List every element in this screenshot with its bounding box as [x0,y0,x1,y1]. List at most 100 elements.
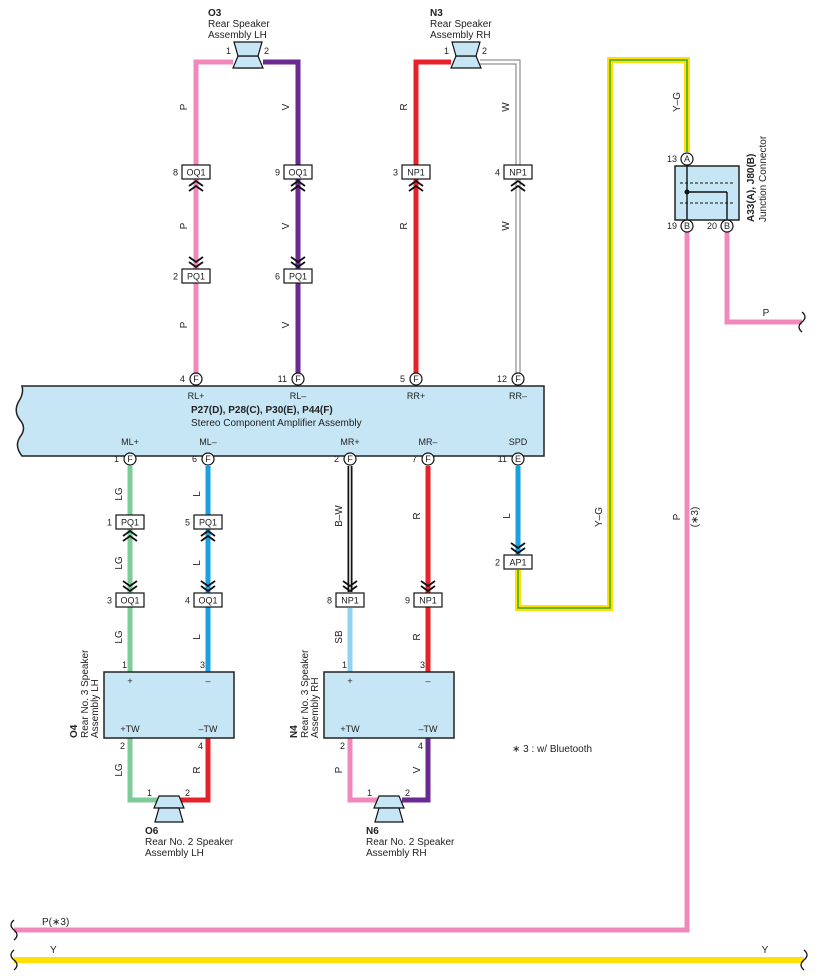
assembly-n4-tw-minus: –TW [419,724,439,734]
connector-pq1-1-num: 1 [107,518,112,528]
wire-label-y-left: Y [50,945,57,956]
speaker-n6-pin1: 1 [367,788,372,798]
connector-oq1-4-name: OQ1 [198,596,217,606]
connector-oq1-4 [193,580,223,608]
connector-pq1-6-name: PQ1 [289,272,307,282]
speaker-o3-pin1: 1 [226,46,231,56]
wire-label-o3-v-1: V [281,103,292,110]
wire-label-p-long: P [672,513,683,520]
footnote-bluetooth: ∗ 3 : w/ Bluetooth [512,744,592,755]
speaker-o6-line1: Rear No. 2 Speaker [145,837,234,848]
amp-bottom-pin-spd [511,452,525,466]
amp-top-pin-rl-plus-name: RL+ [188,391,205,401]
junction-internal-lines [680,166,734,220]
connector-oq1-3-name: OQ1 [120,596,139,606]
speaker-o3 [232,41,264,69]
connector-pq1-2 [181,256,211,284]
wire-label-o3-v-3: V [281,321,292,328]
assembly-n4-plus: + [347,676,352,686]
amp-bottom-pin-mr-plus [343,452,357,466]
connector-pq1-1 [115,514,145,542]
assembly-o4-minus: – [205,676,210,686]
assembly-n4-pin-3: 3 [420,660,425,670]
speaker-n6-line2: Assembly RH [366,848,427,859]
assembly-o4-pin-4: 4 [198,741,203,751]
wire-label-o3-p-1: P [179,103,190,110]
junction-pin-b20-letter: B [724,221,730,231]
wire-label-o6-lg: LG [114,763,125,777]
amp-top-pin-rl-minus [291,372,305,386]
connector-oq1-4-num: 4 [185,596,190,606]
speaker-n6-id: N6 [366,826,379,837]
connector-ap1-name: AP1 [509,558,526,568]
amp-top-pin-rr-minus-letter: F [515,374,521,384]
connector-oq1-8-num: 8 [173,168,178,178]
junction-id: A33(A), J80(B) [746,154,757,222]
connector-np1-4 [503,164,533,192]
wire-label-mr-bw: B–W [334,505,345,527]
amp-bottom-pin-mr-minus [421,452,435,466]
wire-n3-w [480,60,520,378]
amp-bottom-pin-ml-plus-name: ML+ [121,437,139,447]
amp-top-pin-rr-minus [511,372,525,386]
assembly-n4-line2: Assembly RH [310,677,321,738]
amp-top-pin-rl-plus-letter: F [193,374,199,384]
wire-n4-p [347,738,378,803]
speaker-o6-id: O6 [145,826,159,837]
amp-bottom-pin-ml-plus [123,452,137,466]
wire-label-p-bottom: P(∗3) [42,917,69,928]
speaker-o6 [153,795,185,823]
connector-pq1-5-num: 5 [185,518,190,528]
connector-np1-9 [413,580,443,608]
junction-pin-a13-letter: A [684,154,690,164]
connector-pq1-6-num: 6 [275,272,280,282]
amp-bottom-pin-ml-minus [201,452,215,466]
connector-oq1-8-name: OQ1 [186,168,205,178]
wire-label-mr-r-2: R [412,633,423,640]
wire-label-yg-top: Y–G [672,92,683,112]
assembly-o4-line2: Assembly LH [90,679,101,738]
connector-np1-9-num: 9 [405,596,410,606]
speaker-o3-line1: Rear Speaker [208,19,270,30]
wire-o4-r [180,738,211,803]
amp-top-pin-rl-plus [189,372,203,386]
speaker-o6-line2: Assembly LH [145,848,204,859]
wire-label-mr-sb: SB [334,630,345,644]
wire-o3-p [193,59,233,378]
speaker-n6-line1: Rear No. 2 Speaker [366,837,455,848]
amp-top-pin-rr-plus [409,372,423,386]
wire-label-n6-v: V [412,766,423,773]
amp-bottom-pin-mr-minus-letter: F [425,454,431,464]
wire-label-mr-r-1: R [412,512,423,519]
amp-bottom-pin-ml-plus-num: 1 [114,454,119,464]
speaker-n3-line2: Assembly RH [430,30,491,41]
junction-pin-b19-letter: B [684,221,690,231]
connector-ap1 [503,542,533,570]
amplifier-id: P27(D), P28(C), P30(E), P44(F) [191,405,333,416]
connector-np1-8 [335,580,365,608]
junction-box [674,165,740,221]
wire-label-y-right: Y [762,945,769,956]
wire-label-o3-p-3: P [179,321,190,328]
wire-label-n3-r-2: R [399,222,410,229]
connector-np1-3-name: NP1 [407,168,425,178]
assembly-o4-plus: + [127,676,132,686]
speaker-o6-pin2: 2 [185,788,190,798]
wire-label-n3-w-2: W [501,221,512,231]
connector-pq1-5 [193,514,223,542]
amp-bottom-pin-spd-letter: E [515,454,521,464]
wire-label-n6-p: P [334,766,345,773]
connector-pq1-5-name: PQ1 [199,518,217,528]
assembly-o4-box [103,671,235,739]
amp-bottom-pin-ml-minus-num: 6 [192,454,197,464]
connector-np1-4-num: 4 [495,168,500,178]
assembly-n4-box [323,671,455,739]
amp-top-pin-rl-minus-name: RL– [290,391,307,401]
connector-pq1-1-name: PQ1 [121,518,139,528]
break-mark-left-p [10,919,18,941]
junction-pin-a13-num: 13 [667,154,677,164]
assembly-n4-pin-1: 1 [342,660,347,670]
amp-top-pin-rl-plus-num: 4 [180,374,185,384]
amp-bottom-pin-ml-plus-letter: F [127,454,133,464]
